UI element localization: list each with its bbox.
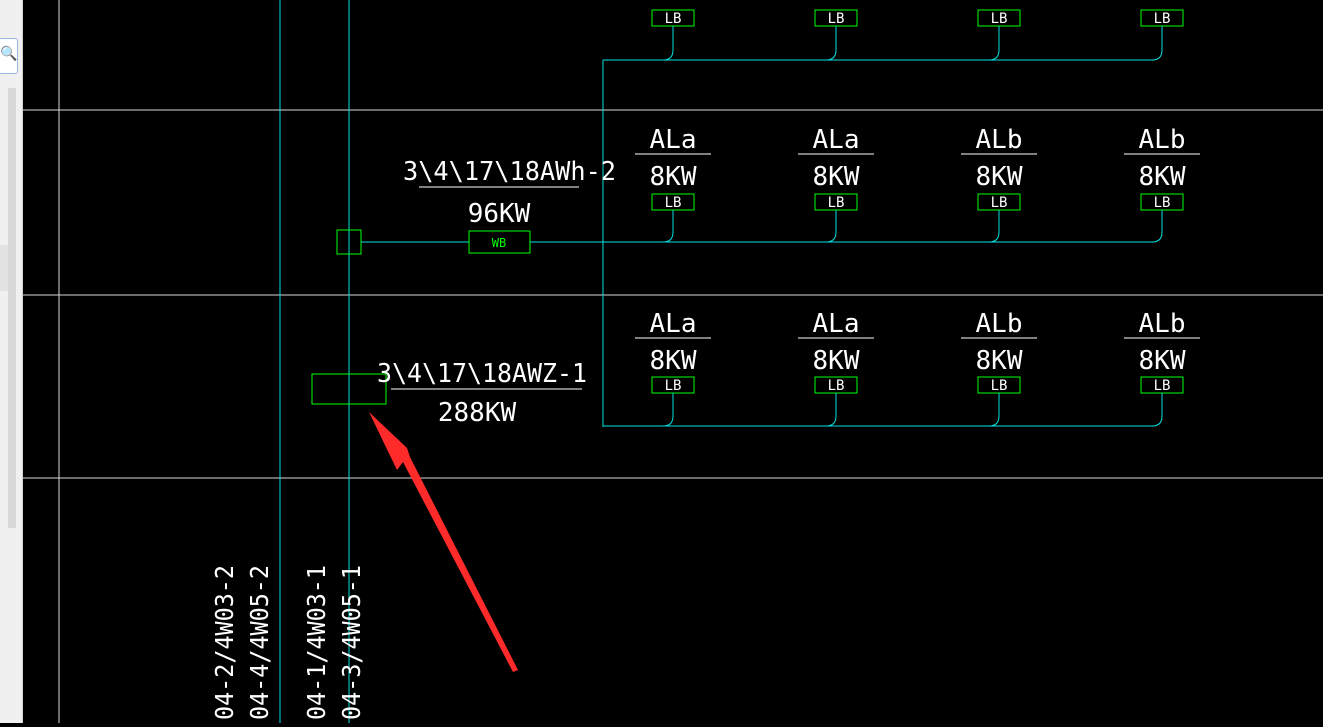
lb-switch-label: LB	[991, 378, 1008, 394]
load-name: ALa	[650, 125, 697, 155]
load-power: 8KW	[650, 162, 697, 192]
lb-switch-label: LB	[828, 195, 845, 211]
load-name: ALa	[650, 309, 697, 339]
load-power: 8KW	[1139, 162, 1186, 192]
vertical-label: 04-3/4W05-1	[337, 565, 366, 720]
cad-canvas[interactable]: LB LB LB LB ALa 8KW LB ALa 8KW LB ALb 8KW LB ALb 8KW LB…	[23, 0, 1323, 723]
annotation-arrow	[369, 412, 518, 672]
feeder-line	[825, 26, 837, 61]
load-power: 8KW	[813, 162, 860, 192]
load-name: ALb	[1139, 309, 1186, 339]
load-name: ALb	[976, 309, 1023, 339]
load-power: 8KW	[813, 346, 860, 376]
feeder-line	[1151, 26, 1163, 61]
vertical-label: 04-4/4W05-2	[245, 565, 274, 720]
feeder-line	[1151, 210, 1163, 243]
load-name: ALa	[813, 309, 860, 339]
left-toolbar: 🔍	[0, 0, 23, 723]
load-power: 8KW	[1139, 346, 1186, 376]
lb-switch-label: LB	[665, 378, 682, 394]
search-icon: 🔍	[0, 46, 18, 62]
feeder-line	[662, 26, 674, 61]
load-power: 8KW	[976, 162, 1023, 192]
feeder-line	[988, 26, 1000, 61]
panel-power: 288KW	[438, 398, 517, 428]
wb-breaker-label: WB	[492, 236, 506, 250]
lb-switch-label: LB	[1154, 195, 1171, 211]
lb-switch-label: LB	[991, 11, 1008, 27]
feeder-line	[825, 210, 837, 243]
load-power: 8KW	[976, 346, 1023, 376]
lb-switch-label: LB	[665, 195, 682, 211]
load-name: ALb	[976, 125, 1023, 155]
panel-id: 3\4\17\18AWZ-1	[377, 359, 587, 389]
feeder-line	[988, 393, 1000, 427]
feeder-line	[1151, 393, 1163, 427]
load-name: ALb	[1139, 125, 1186, 155]
panel-box	[311, 373, 387, 405]
lb-switch-label: LB	[828, 378, 845, 394]
feeder-line	[662, 393, 674, 427]
toolbar-scrollbar[interactable]	[8, 88, 16, 528]
load-name: ALa	[813, 125, 860, 155]
search-button[interactable]: 🔍	[0, 38, 18, 74]
vertical-label: 04-1/4W03-1	[302, 565, 331, 720]
panel-id: 3\4\17\18AWh-2	[403, 157, 616, 187]
panel-power: 96KW	[468, 199, 531, 229]
feeder-line	[662, 210, 674, 243]
lb-switch-label: LB	[991, 195, 1008, 211]
lb-switch-label: LB	[1154, 11, 1171, 27]
toolbar-band	[0, 245, 8, 291]
lb-switch-label: LB	[828, 11, 845, 27]
load-power: 8KW	[650, 346, 697, 376]
feeder-line	[988, 210, 1000, 243]
feeder-line	[825, 393, 837, 427]
lb-switch-label: LB	[665, 11, 682, 27]
lb-switch-label: LB	[1154, 378, 1171, 394]
vertical-label: 04-2/4W03-2	[210, 565, 239, 720]
